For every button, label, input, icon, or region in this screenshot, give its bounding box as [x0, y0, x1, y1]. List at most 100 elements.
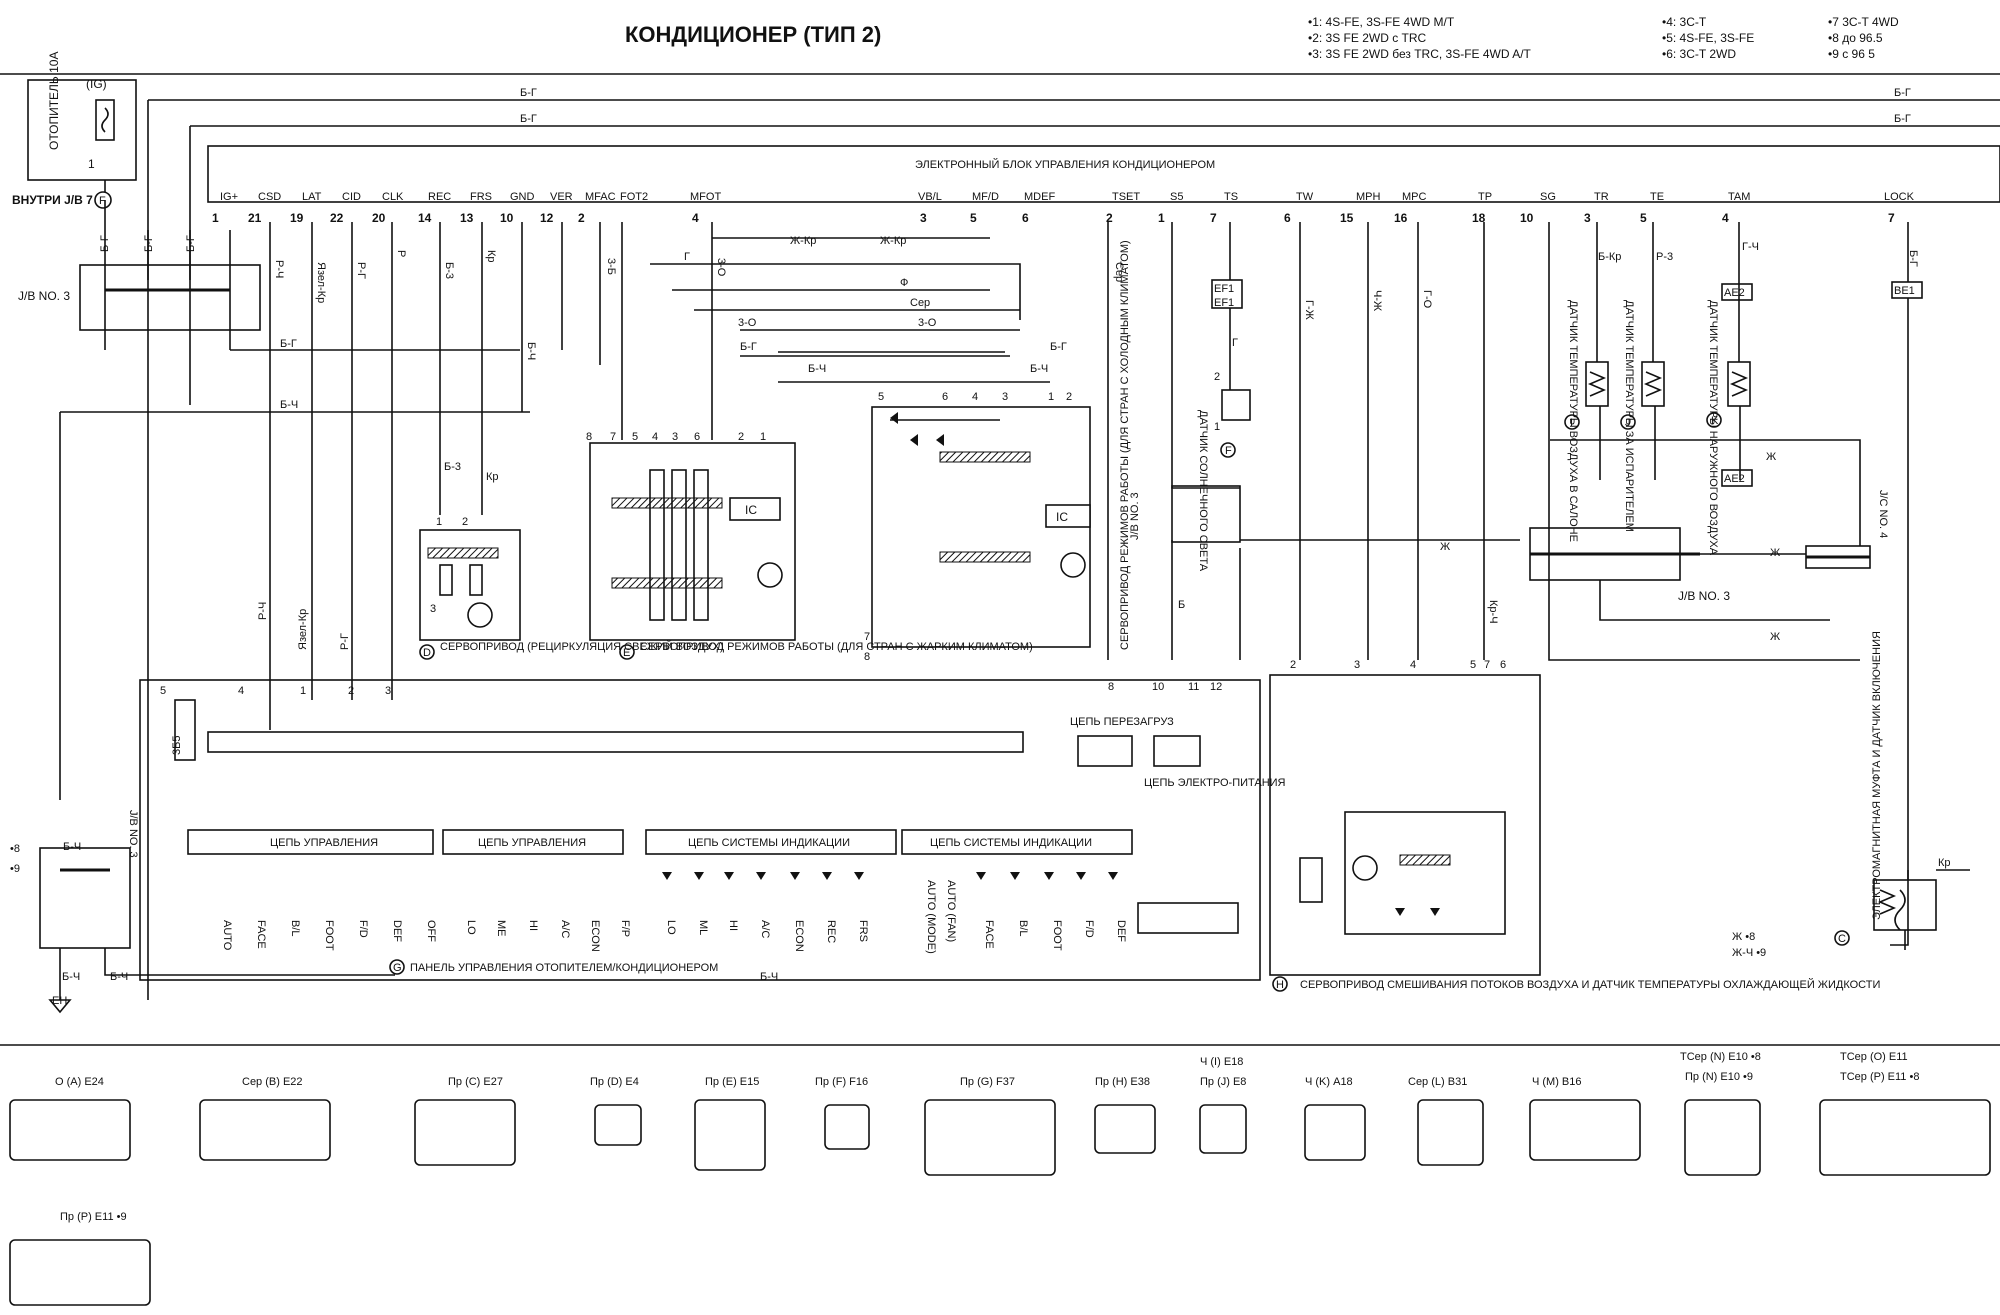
svg-text:REC: REC: [825, 920, 837, 943]
ecu-pin-numbers-left: 1 21 19 22 20 14 13 10 12 2 4: [212, 211, 699, 225]
svg-text:3: 3: [430, 603, 436, 615]
switches-group-1: AUTO FACE B/L FOOT F/D DEF OFF: [221, 920, 437, 951]
svg-text:12: 12: [1210, 681, 1222, 693]
svg-text:MF/D: MF/D: [972, 191, 999, 203]
svg-text:EF1: EF1: [1214, 297, 1234, 309]
connector-shape-j: [1304, 1104, 1366, 1161]
svg-text:EH: EH: [52, 995, 67, 1007]
svg-text:ЭЛЕКТРОМАГНИТНАЯ МУФТА И ДАТЧИ: ЭЛЕКТРОМАГНИТНАЯ МУФТА И ДАТЧИК ВКЛЮЧЕНИ…: [1871, 631, 1883, 920]
svg-text:1: 1: [760, 431, 766, 443]
ecu-pins-right: TSET S5 TS TW MPH MPC TP SG TR TE TAM LO…: [1106, 191, 1915, 225]
svg-text:3-Б: 3-Б: [605, 258, 617, 275]
control-panel: 3Б5 ЦЕПЬ УПРАВЛЕНИЯ ЦЕПЬ УПРАВЛЕНИЯ ЦЕПЬ…: [139, 679, 1286, 981]
svg-text:10: 10: [1152, 681, 1164, 693]
svg-text:Ж: Ж: [1770, 547, 1780, 559]
svg-text:Б-Г: Б-Г: [143, 235, 155, 252]
svg-text:CSD: CSD: [258, 191, 281, 203]
svg-text:6: 6: [942, 391, 948, 403]
svg-text:5: 5: [970, 211, 977, 225]
connector-label-j: Пр (J) E8: [1200, 1076, 1246, 1088]
svg-text:MPH: MPH: [1356, 191, 1381, 203]
svg-text:3: 3: [1002, 391, 1008, 403]
svg-text:1: 1: [1214, 421, 1220, 433]
svg-text:IC: IC: [1056, 510, 1068, 524]
svg-text:ЦЕПЬ ЭЛЕКТРО-ПИТАНИЯ: ЦЕПЬ ЭЛЕКТРО-ПИТАНИЯ: [1144, 777, 1286, 789]
svg-text:CID: CID: [342, 191, 361, 203]
svg-text:HI: HI: [527, 920, 539, 931]
svg-text:5: 5: [1640, 211, 1647, 225]
svg-text:TS: TS: [1224, 191, 1238, 203]
svg-text:ДАТЧИК ТЕМПЕРАТУРЫ ВОЗДУХА В С: ДАТЧИК ТЕМПЕРАТУРЫ ВОЗДУХА В САЛОНЕ: [1567, 300, 1579, 542]
svg-text:J/B NO. 3: J/B NO. 3: [1129, 492, 1141, 540]
svg-text:5: 5: [1470, 659, 1476, 671]
svg-text:ДАТЧИК ТЕМПЕРАТУРЫ ЗА ИСПАРИТЕ: ДАТЧИК ТЕМПЕРАТУРЫ ЗА ИСПАРИТЕЛЕМ: [1623, 300, 1635, 532]
cabin-temp-sensor: ДАТЧИК ТЕМПЕРАТУРЫ ВОЗДУХА В САЛОНЕ I: [1564, 300, 1609, 542]
svg-text:7: 7: [864, 631, 870, 643]
svg-text:Ж: Ж: [1440, 541, 1450, 553]
svg-text:ПАНЕЛЬ УПРАВЛЕНИЯ ОТОПИТЕЛЕМ/К: ПАНЕЛЬ УПРАВЛЕНИЯ ОТОПИТЕЛЕМ/КОНДИЦИОНЕР…: [410, 962, 718, 974]
svg-text:Сер: Сер: [1113, 262, 1125, 282]
connector-label-k: Ч (K) A18: [1305, 1076, 1353, 1088]
svg-text:Б-Г: Б-Г: [1907, 250, 1919, 267]
svg-text:Г-Ч: Г-Ч: [1742, 241, 1759, 253]
svg-text:ECON: ECON: [589, 920, 601, 952]
legend-item: •5: 4S-FE, 3S-FE: [1662, 31, 1754, 45]
svg-text:4: 4: [1722, 211, 1729, 225]
led-group-2: AUTO (MODE) AUTO (FAN) FACE B/L FOOT F/D…: [925, 880, 1127, 954]
svg-text:10: 10: [500, 211, 514, 225]
svg-text:Б-Ч: Б-Ч: [280, 399, 298, 411]
jb3-right-block: J/B NO. 3: [1529, 527, 1730, 603]
svg-text:(IG): (IG): [86, 77, 107, 91]
heater-fuse: (IG) ОТОПИТЕЛЬ 10A 1 ВНУТРИ J/B 7 F: [12, 52, 137, 209]
svg-text:GND: GND: [510, 191, 535, 203]
svg-text:MFAC: MFAC: [585, 191, 616, 203]
svg-text:AUTO (MODE): AUTO (MODE): [925, 880, 937, 954]
legend-item: •6: 3C-T 2WD: [1662, 47, 1736, 61]
svg-text:FRS: FRS: [857, 920, 869, 942]
svg-text:7: 7: [610, 431, 616, 443]
connector-label-n: Пр (N) E10 •9: [1685, 1071, 1753, 1083]
svg-text:3: 3: [385, 685, 391, 697]
svg-text:F/D: F/D: [1083, 920, 1095, 938]
legend-item: •1: 4S-FE, 3S-FE 4WD M/T: [1308, 15, 1455, 29]
svg-text:AUTO: AUTO: [221, 920, 233, 951]
jb3-mid: J/B NO. 3: [1129, 485, 1241, 543]
ac-ecu: ЭЛЕКТРОННЫЙ БЛОК УПРАВЛЕНИЯ КОНДИЦИОНЕРО…: [207, 145, 2000, 203]
svg-text:4: 4: [692, 211, 699, 225]
svg-text:2: 2: [462, 516, 468, 528]
jb3-left-block: J/B NO. 3: [18, 230, 261, 350]
svg-text:A/C: A/C: [759, 920, 771, 938]
svg-text:S5: S5: [1170, 191, 1183, 203]
svg-text:I: I: [1570, 417, 1573, 429]
svg-text:MPC: MPC: [1402, 191, 1427, 203]
svg-text:1: 1: [436, 516, 442, 528]
svg-text:OFF: OFF: [425, 920, 437, 942]
svg-text:LOCK: LOCK: [1884, 191, 1915, 203]
svg-text:ЦЕПЬ СИСТЕМЫ ИНДИКАЦИИ: ЦЕПЬ СИСТЕМЫ ИНДИКАЦИИ: [930, 837, 1092, 849]
connector-label-e: Пр (E) E15: [705, 1076, 759, 1088]
svg-text:ECON: ECON: [793, 920, 805, 952]
svg-text:Кр-Ч: Кр-Ч: [1487, 600, 1499, 624]
svg-text:AUTO (FAN): AUTO (FAN): [945, 880, 957, 942]
svg-text:MDEF: MDEF: [1024, 191, 1055, 203]
svg-text:EF1: EF1: [1214, 283, 1234, 295]
svg-text:Б-Ч: Б-Ч: [760, 971, 778, 983]
svg-text:Б-Г: Б-Г: [280, 338, 297, 350]
svg-text:6: 6: [1500, 659, 1506, 671]
svg-text:Б-Ч: Б-Ч: [62, 971, 80, 983]
svg-text:13: 13: [460, 211, 474, 225]
svg-text:2: 2: [738, 431, 744, 443]
svg-text:2: 2: [1106, 211, 1113, 225]
connector-label-m: Ч (M) B16: [1532, 1076, 1582, 1088]
connector-label-p: TСер (P) E11 •8: [1840, 1071, 1919, 1083]
svg-text:J/C NO. 4: J/C NO. 4: [1877, 490, 1889, 538]
svg-text:Сер: Сер: [910, 297, 930, 309]
ecu-pins-mid: VB/L MF/D MDEF 3 5 6: [918, 191, 1055, 225]
connector-shape-g: [924, 1099, 1056, 1176]
svg-text:СЕРВОПРИВОД РЕЖИМОВ РАБОТЫ (ДЛ: СЕРВОПРИВОД РЕЖИМОВ РАБОТЫ (ДЛЯ СТРАН С …: [1119, 240, 1131, 650]
svg-text:1: 1: [1158, 211, 1165, 225]
svg-text:5: 5: [160, 685, 166, 697]
diagram-title: КОНДИЦИОНЕР (ТИП 2): [625, 22, 881, 47]
svg-text:Б-Г: Б-Г: [520, 113, 537, 125]
led-group-1: LO ML HI A/C ECON REC FRS: [665, 920, 869, 952]
